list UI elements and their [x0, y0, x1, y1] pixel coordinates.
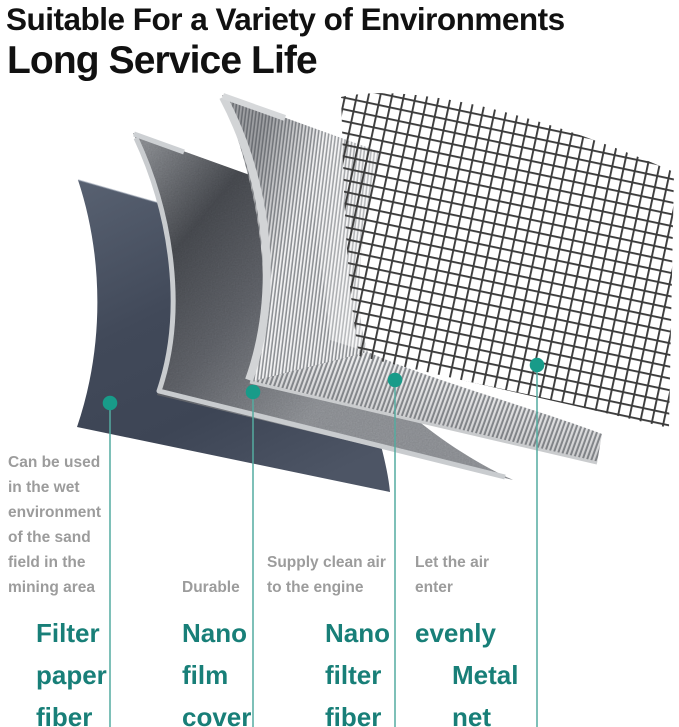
callout-dot-4 [529, 357, 545, 373]
column-label: Filter paper fiber [36, 618, 107, 727]
callout-dot-3 [387, 372, 403, 388]
column-label: Nano film cover [182, 618, 252, 727]
metal-net-layer [341, 93, 674, 429]
column-description: Let the air enter [415, 554, 490, 596]
callout-dot-1 [102, 395, 118, 411]
callout-dot-2 [245, 384, 261, 400]
page-title: Suitable For a Variety of Environments [6, 1, 565, 37]
column-label: Nano filter fiber [325, 618, 390, 727]
column-description: Supply clean air to the engine [267, 554, 386, 596]
column-description: Can be used in the wet environment of th… [8, 454, 102, 596]
column-description: Durable [182, 579, 240, 596]
column-label: evenly Metal net [415, 618, 519, 727]
page-subtitle: Long Service Life [7, 39, 318, 82]
